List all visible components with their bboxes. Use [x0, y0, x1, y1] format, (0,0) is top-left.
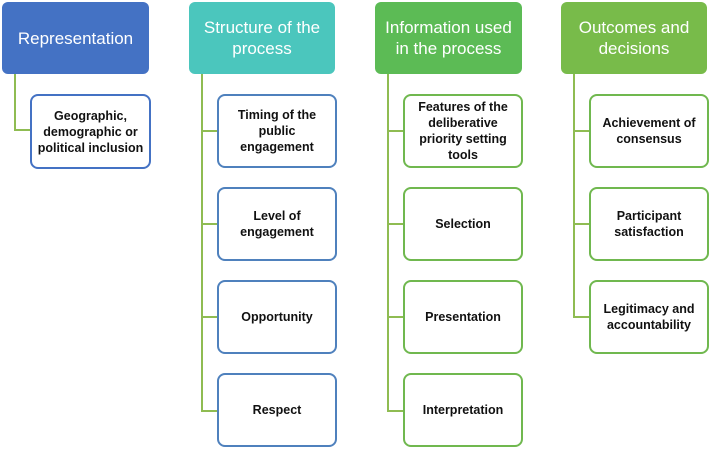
connector-line: [573, 316, 590, 318]
header-representation-label: Representation: [17, 28, 134, 48]
item-label: Participant satisfaction: [614, 209, 684, 239]
item-box: Features of the deliberative priority se…: [403, 94, 523, 168]
connector-line: [14, 74, 16, 131]
connector-line: [201, 316, 218, 318]
connector-line: [387, 410, 404, 412]
item-box: Interpretation: [403, 373, 523, 447]
header-information-label: Information used in the process: [385, 18, 512, 58]
item-label: Presentation: [425, 310, 501, 324]
item-box: Presentation: [403, 280, 523, 354]
item-box: Geographic, demographic or political inc…: [30, 94, 151, 169]
connector-line: [14, 129, 31, 131]
item-label: Opportunity: [241, 310, 313, 324]
item-box: Legitimacy and accountability: [589, 280, 709, 354]
header-outcomes: Outcomes and decisions: [561, 2, 707, 74]
connector-line: [387, 316, 404, 318]
item-box: Achievement of consensus: [589, 94, 709, 168]
connector-line: [201, 223, 218, 225]
connector-line: [573, 130, 590, 132]
connector-line: [201, 130, 218, 132]
connector-line: [201, 410, 218, 412]
item-label: Geographic, demographic or political inc…: [37, 108, 144, 155]
connector-line: [573, 223, 590, 225]
item-label: Features of the deliberative priority se…: [418, 100, 508, 162]
item-box: Level of engagement: [217, 187, 337, 261]
item-box: Participant satisfaction: [589, 187, 709, 261]
connector-line: [201, 74, 203, 412]
header-outcomes-label: Outcomes and decisions: [578, 18, 690, 58]
item-box: Selection: [403, 187, 523, 261]
header-representation: Representation: [2, 2, 149, 74]
item-box: Timing of the public engagement: [217, 94, 337, 168]
item-label: Interpretation: [422, 403, 504, 417]
item-label: Respect: [252, 403, 302, 417]
item-label: Achievement of consensus: [602, 116, 696, 146]
connector-line: [387, 74, 389, 412]
item-label: Timing of the public engagement: [237, 108, 317, 154]
header-structure-label: Structure of the process: [203, 18, 321, 58]
item-box: Respect: [217, 373, 337, 447]
header-information: Information used in the process: [375, 2, 522, 74]
item-label: Level of engagement: [240, 209, 314, 239]
item-box: Opportunity: [217, 280, 337, 354]
connector-line: [387, 223, 404, 225]
connector-line: [573, 74, 575, 318]
item-label: Selection: [435, 217, 491, 231]
item-label: Legitimacy and accountability: [603, 302, 695, 332]
connector-line: [387, 130, 404, 132]
header-structure: Structure of the process: [189, 2, 335, 74]
